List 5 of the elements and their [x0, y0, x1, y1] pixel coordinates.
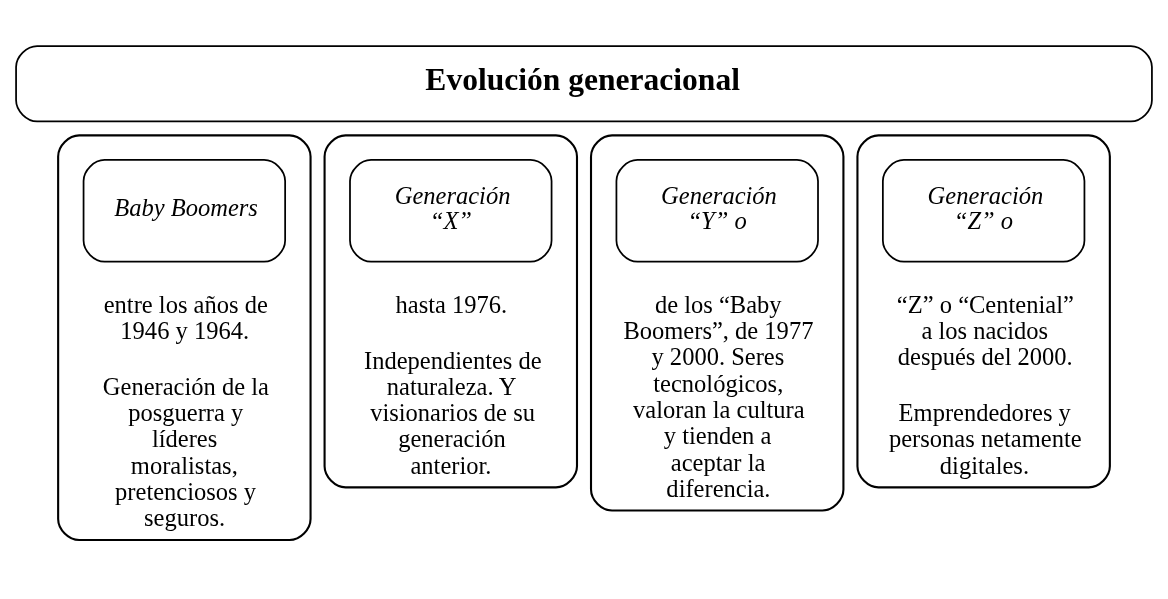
- node-box: Generación “Z” o: [882, 158, 1086, 262]
- node-box: Generación “X”: [349, 158, 553, 262]
- node-box: Baby Boomers: [82, 158, 286, 262]
- node-box: Evolución generacional: [15, 44, 1153, 122]
- node-box: Generación “Y” o: [615, 158, 819, 262]
